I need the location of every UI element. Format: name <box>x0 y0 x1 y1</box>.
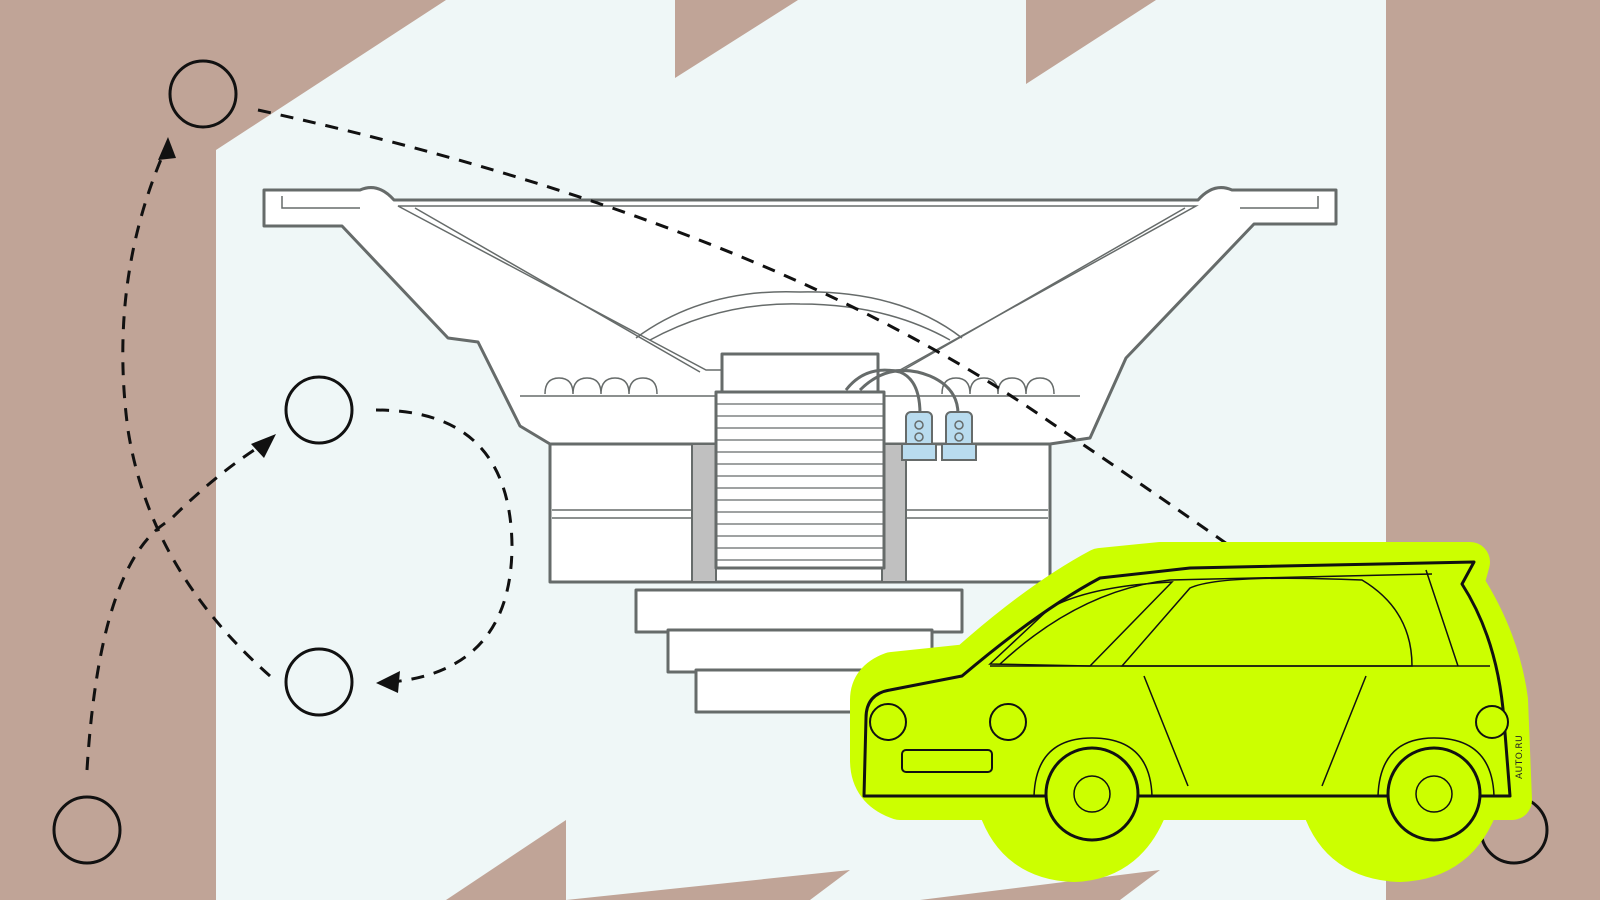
speaker-cone-line <box>414 207 1186 373</box>
speaker-basket-inner <box>281 196 1319 209</box>
speaker-spider-left <box>544 377 658 395</box>
circle-node-bottom-left <box>52 795 122 865</box>
speaker-pole-left <box>691 443 717 583</box>
speaker-dust-cap <box>635 290 963 339</box>
car-door-line-2 <box>1321 675 1367 787</box>
arrowhead-icon <box>376 671 400 693</box>
dashed-path-top-right <box>257 108 1231 548</box>
speaker-terminal-left <box>901 411 937 461</box>
speaker-voice-coil <box>714 390 886 570</box>
speaker-basket <box>262 186 1338 446</box>
car-side-light <box>989 703 1027 741</box>
car-wheel-arch-front <box>1033 737 1153 797</box>
speaker-back-plate <box>634 588 964 634</box>
speaker-terminal-right <box>941 411 977 461</box>
speaker-dust-cap-inner <box>649 303 951 341</box>
dashed-path-left-vertical <box>121 149 271 678</box>
car-icon <box>850 542 1532 882</box>
dashed-paths <box>85 108 1231 771</box>
car-window-front <box>988 581 1174 667</box>
car-tail-light <box>1475 705 1509 739</box>
circle-node-top <box>168 59 238 129</box>
dashed-path-loop <box>375 408 514 684</box>
arrowhead-icon <box>158 137 176 160</box>
car-hub-front <box>1073 775 1111 813</box>
speaker-coil-windings <box>716 403 884 561</box>
arrowhead-icon <box>251 434 276 458</box>
speaker-back-step-1 <box>666 628 934 674</box>
car-body <box>862 560 1512 798</box>
car-grille <box>901 749 993 773</box>
speaker-spider-right <box>941 377 1055 395</box>
car-headlight <box>869 703 907 741</box>
watermark-label: AUTO.RU <box>1515 734 1525 779</box>
car-window-rear <box>1120 577 1413 667</box>
car-wheel-arch-rear <box>1377 737 1495 797</box>
car-roof-line <box>999 573 1433 665</box>
speaker-wire-2 <box>858 368 960 415</box>
car-hub-rear <box>1415 775 1453 813</box>
speaker-voice-coil-top <box>720 352 880 396</box>
circle-node-middle <box>284 375 354 445</box>
speaker-icon <box>262 186 1338 714</box>
car-door-line-1 <box>1143 675 1189 787</box>
car-window-line <box>1425 569 1459 667</box>
circle-node-lower <box>284 647 354 717</box>
speaker-pole-right <box>881 443 907 583</box>
